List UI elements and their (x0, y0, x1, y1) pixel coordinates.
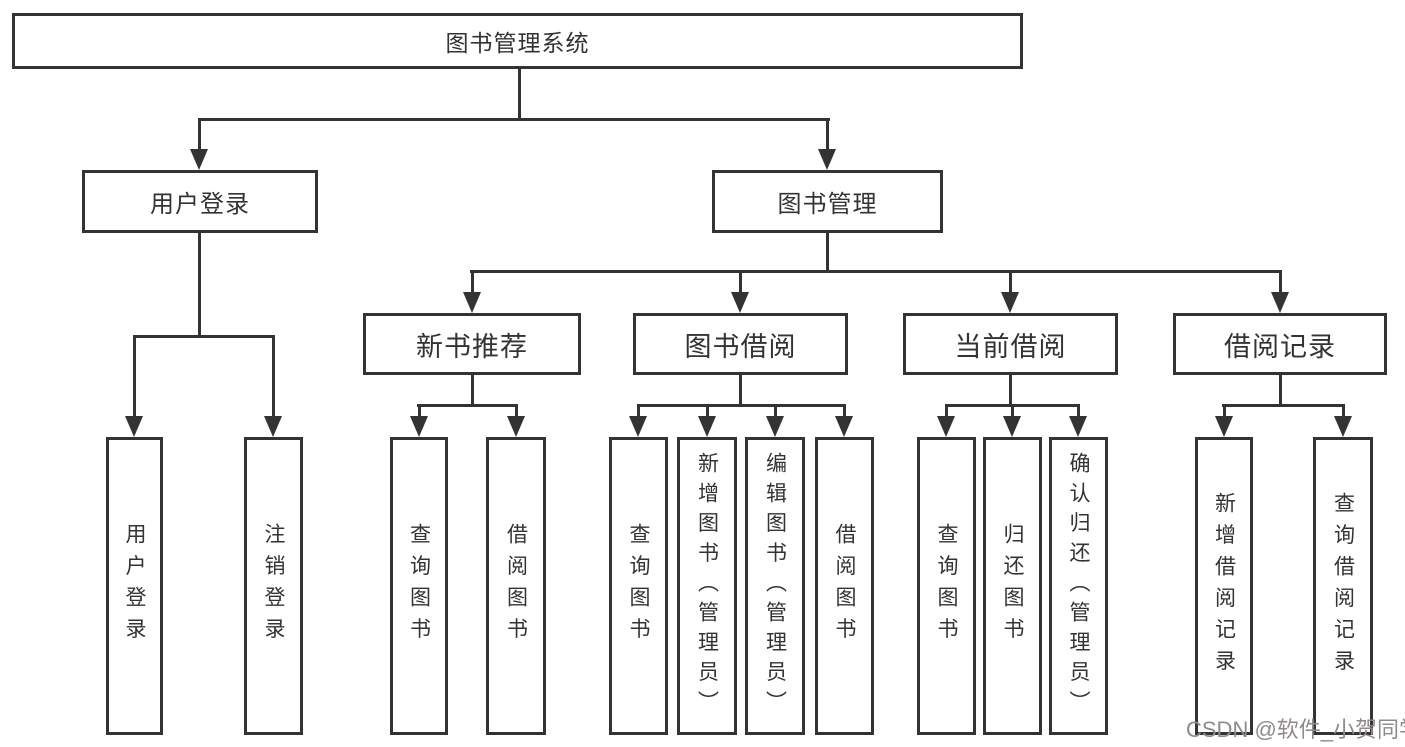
connector-user-login-stem (198, 233, 201, 337)
leaf-logout-label: 注销登录 (262, 523, 285, 649)
node-book-borrowing-label: 图书借阅 (684, 331, 797, 362)
leaf-borrow-books-borrowing: 借阅图书 (815, 437, 874, 735)
connector-borrowing-arrow-stem (739, 270, 742, 294)
node-borrowing-records: 借阅记录 (1173, 313, 1387, 375)
arrow-down-user-login-icon (190, 149, 208, 170)
node-book-management: 图书管理 (712, 170, 943, 233)
connector-leaf-logout-stem (272, 335, 275, 418)
connector-leaf-stem (843, 404, 846, 418)
connector-book-mgmt-arrow-stem (826, 118, 829, 151)
connector-leaf-stem (774, 404, 777, 418)
leaf-confirm-return-admin-label: 确认归还（管理员） (1067, 451, 1090, 721)
leaf-edit-book-admin: 编辑图书（管理员） (745, 437, 805, 735)
leaf-confirm-return-admin: 确认归还（管理员） (1049, 437, 1108, 735)
leaf-query-books-borrowing: 查询图书 (609, 437, 668, 735)
connector-current-stem (1009, 375, 1012, 406)
leaf-user-login: 用户登录 (106, 437, 163, 735)
arrow-down-icon (835, 416, 853, 437)
arrow-down-icon (410, 416, 428, 437)
connector-records-stem (1279, 375, 1282, 406)
connector-leaf-stem (1077, 404, 1080, 418)
connector-borrowing-stem (739, 375, 742, 406)
leaf-return-book-label: 归还图书 (1001, 523, 1024, 649)
connector-records-split-hbar (1222, 404, 1344, 407)
leaf-query-books-current: 查询图书 (917, 437, 976, 735)
connector-leaf-stem (1011, 404, 1014, 418)
connector-recommend-arrow-stem (471, 270, 474, 294)
arrow-down-current-icon (1001, 292, 1019, 313)
arrow-down-icon (1334, 416, 1352, 437)
connector-records-arrow-stem (1279, 270, 1282, 294)
leaf-query-books-recommend-label: 查询图书 (407, 523, 431, 649)
leaf-edit-book-admin-label: 编辑图书（管理员） (763, 451, 787, 721)
connector-recommend-stem (471, 375, 474, 406)
connector-level1-hbar (198, 118, 830, 121)
connector-leaf-stem (637, 404, 640, 418)
connector-root-stem (518, 69, 521, 120)
connector-current-arrow-stem (1009, 270, 1012, 294)
connector-level2-hbar (470, 270, 1281, 273)
node-user-login-label: 用户登录 (150, 191, 250, 218)
leaf-borrow-books-borrowing-label: 借阅图书 (833, 523, 856, 649)
node-user-login: 用户登录 (82, 170, 318, 233)
arrow-down-icon (1069, 416, 1087, 437)
arrow-down-icon (629, 416, 647, 437)
node-current-borrowing: 当前借阅 (903, 313, 1118, 375)
arrow-down-borrowing-icon (731, 292, 749, 313)
connector-user-login-arrow-stem (198, 118, 201, 151)
leaf-borrow-books-recommend: 借阅图书 (486, 437, 546, 735)
node-new-book-recommend: 新书推荐 (363, 313, 581, 375)
leaf-borrow-books-recommend-label: 借阅图书 (504, 523, 528, 649)
connector-book-mgmt-stem (826, 233, 829, 273)
arrow-down-recommend-icon (463, 292, 481, 313)
leaf-query-borrow-record: 查询借阅记录 (1313, 437, 1373, 735)
leaf-add-borrow-record: 新增借阅记录 (1195, 437, 1253, 735)
arrow-down-icon (766, 416, 784, 437)
node-borrowing-records-label: 借阅记录 (1224, 331, 1336, 362)
leaf-query-books-recommend: 查询图书 (390, 437, 448, 735)
leaf-logout: 注销登录 (244, 437, 303, 735)
csdn-watermark: CSDN @软件_小贺同学 (1186, 717, 1405, 742)
leaf-query-books-current-label: 查询图书 (935, 523, 958, 649)
leaf-query-borrow-record-label: 查询借阅记录 (1331, 491, 1355, 681)
arrow-down-leaf-logout-icon (264, 416, 282, 437)
arrow-down-leaf-login-icon (125, 416, 143, 437)
connector-borrowing-split-hbar (637, 404, 846, 407)
arrow-down-book-mgmt-icon (818, 149, 836, 170)
leaf-add-borrow-record-label: 新增借阅记录 (1212, 491, 1236, 681)
node-book-management-label: 图书管理 (777, 191, 878, 218)
connector-leaf-login-stem (133, 335, 136, 418)
connector-user-split-hbar (133, 335, 275, 338)
arrow-down-icon (1215, 416, 1233, 437)
leaf-add-book-admin: 新增图书（管理员） (677, 437, 737, 735)
connector-leaf-stem (945, 404, 948, 418)
connector-leaf-stem (1223, 404, 1226, 418)
node-book-borrowing: 图书借阅 (633, 313, 848, 375)
arrow-down-icon (698, 416, 716, 437)
node-current-borrowing-label: 当前借阅 (954, 331, 1067, 362)
node-root: 图书管理系统 (12, 13, 1023, 69)
leaf-add-book-admin-label: 新增图书（管理员） (695, 451, 719, 721)
arrow-down-icon (937, 416, 955, 437)
connector-leaf-stem (1342, 404, 1345, 418)
leaf-return-book: 归还图书 (983, 437, 1042, 735)
leaf-user-login-label: 用户登录 (123, 523, 146, 649)
leaf-query-books-borrowing-label: 查询图书 (627, 523, 650, 649)
connector-recommend-split-hbar (417, 404, 518, 407)
arrow-down-icon (1003, 416, 1021, 437)
arrow-down-icon (507, 416, 525, 437)
arrow-down-records-icon (1271, 292, 1289, 313)
connector-leaf-stem (515, 404, 518, 418)
node-root-label: 图书管理系统 (445, 30, 590, 56)
node-new-book-recommend-label: 新书推荐 (416, 331, 528, 362)
connector-leaf-stem (418, 404, 421, 418)
connector-leaf-stem (706, 404, 709, 418)
